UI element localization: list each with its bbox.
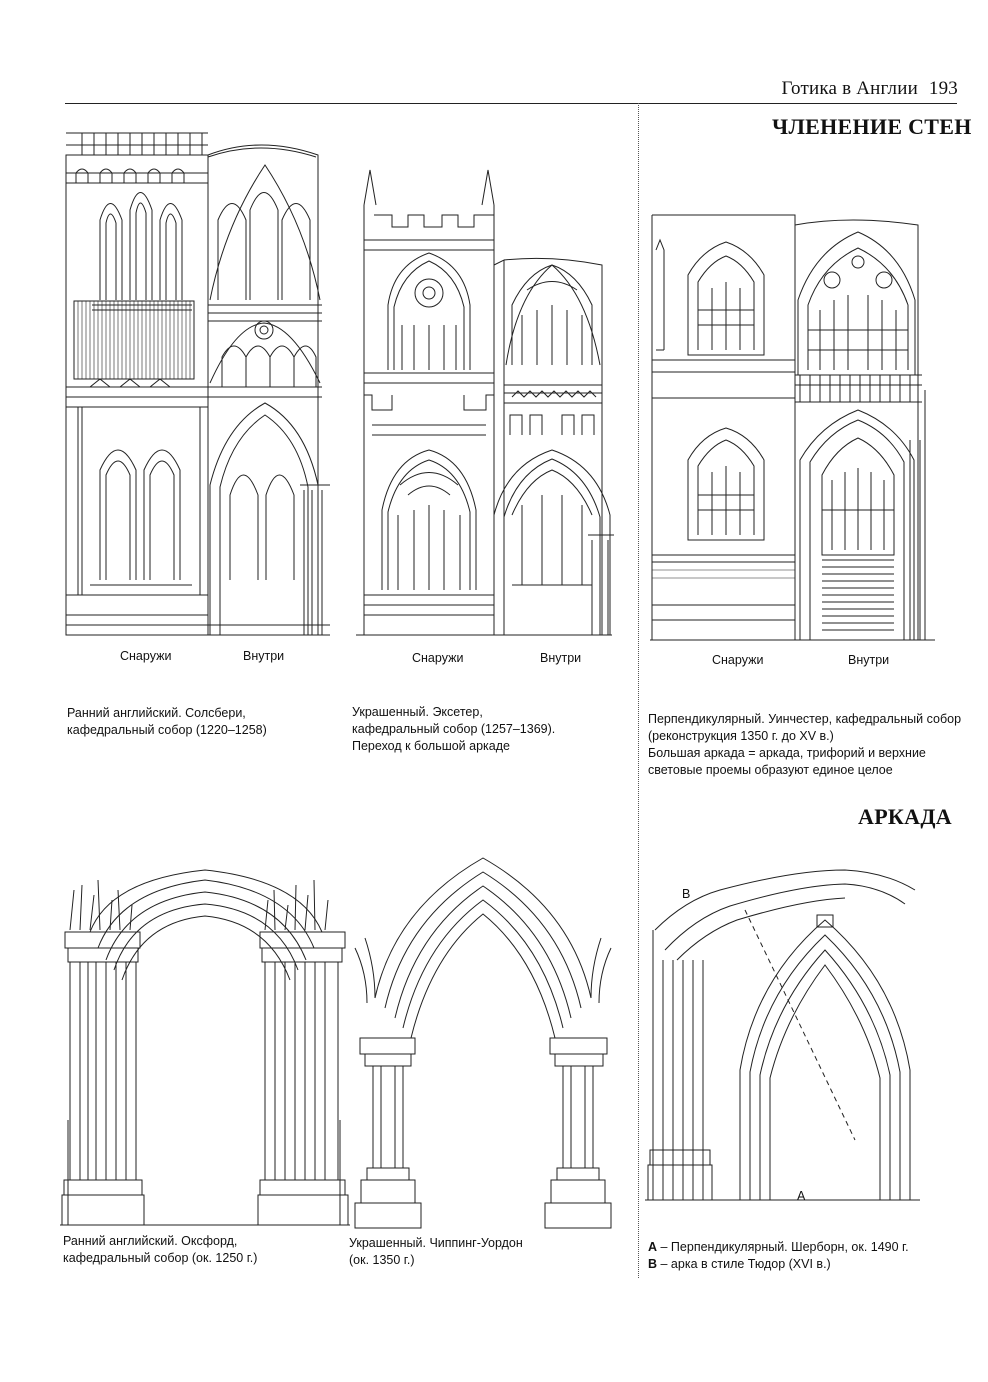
caption-line-b: B – арка в стиле Тюдор (XVI в.): [648, 1256, 909, 1273]
caption-chipping-warden: Украшенный. Чиппинг-Уордон (ок. 1350 г.): [349, 1235, 523, 1269]
winchester-elevation-drawing: [650, 210, 935, 642]
label-inside-salisbury: Внутри: [243, 649, 285, 663]
caption-winchester: Перпендикулярный. Уинчестер, кафедральны…: [648, 711, 961, 779]
caption-line: кафедральный собор (1257–1369).: [352, 722, 556, 736]
caption-line: Украшенный. Чиппинг-Уордон: [349, 1236, 523, 1250]
key-a: A: [648, 1240, 658, 1254]
caption-line: Переход к большой аркаде: [352, 739, 510, 753]
label-inside-winchester: Внутри: [848, 653, 890, 667]
caption-line: кафедральный собор (1220–1258): [67, 723, 267, 737]
label-outside-salisbury: Снаружи: [120, 649, 172, 663]
exeter-elevation-drawing: [352, 165, 617, 640]
caption-sherborne: A – Перпендикулярный. Шерборн, ок. 1490 …: [648, 1239, 909, 1273]
label-inside-exeter: Внутри: [540, 651, 582, 665]
caption-line: световые проемы образуют единое целое: [648, 763, 893, 777]
caption-line: Ранний английский. Солсбери,: [67, 706, 246, 720]
caption-line: Украшенный. Эксетер,: [352, 705, 483, 719]
chipping-warden-arcade-drawing: [345, 858, 625, 1230]
caption-line: (реконструкция 1350 г. до XV в.): [648, 729, 834, 743]
section-title-walls: ЧЛЕНЕНИЕ СТЕН: [772, 114, 972, 139]
caption-text-b: – арка в стиле Тюдор (XVI в.): [657, 1257, 831, 1271]
column-divider: [638, 103, 639, 1278]
caption-salisbury: Ранний английский. Солсбери, кафедральны…: [67, 705, 267, 739]
sherborne-arcade-drawing: [645, 860, 920, 1230]
caption-line: Большая аркада = аркада, трифорий и верх…: [648, 746, 926, 760]
label-outside-winchester: Снаружи: [712, 653, 764, 667]
caption-text-a: – Перпендикулярный. Шерборн, ок. 1490 г.: [657, 1240, 909, 1254]
salisbury-elevation-drawing: [60, 125, 330, 640]
figure-key-b: B: [682, 887, 691, 901]
caption-line: (ок. 1350 г.): [349, 1253, 415, 1267]
caption-line: Перпендикулярный. Уинчестер, кафедральны…: [648, 712, 962, 726]
oxford-arcade-drawing: [60, 870, 350, 1230]
caption-line: Ранний английский. Оксфорд,: [63, 1234, 238, 1248]
running-header: Готика в Англии 193: [782, 78, 958, 100]
label-outside-exeter: Снаружи: [412, 651, 464, 665]
page-number: 193: [928, 78, 958, 99]
caption-exeter: Украшенный. Эксетер, кафедральный собор …: [352, 704, 555, 755]
header-rule: [65, 103, 957, 104]
section-title-arcade: АРКАДА: [858, 804, 952, 829]
caption-line-a: A – Перпендикулярный. Шерборн, ок. 1490 …: [648, 1239, 909, 1256]
key-b: B: [648, 1257, 658, 1271]
caption-line: кафедральный собор (ок. 1250 г.): [63, 1251, 258, 1265]
figure-key-a: A: [797, 1189, 806, 1203]
chapter-title: Готика в Англии: [781, 78, 918, 99]
caption-oxford: Ранний английский. Оксфорд, кафедральный…: [63, 1233, 257, 1267]
